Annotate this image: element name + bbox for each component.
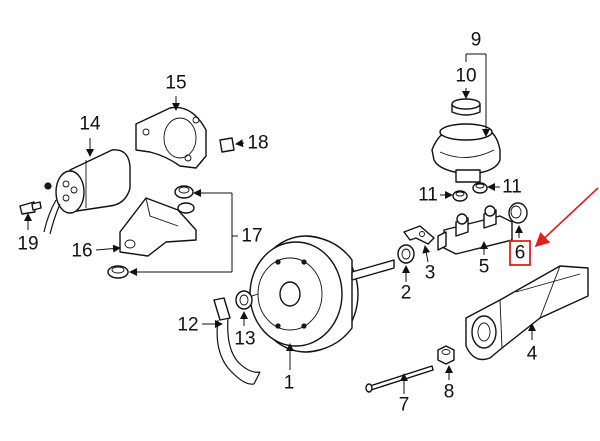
callout-8[interactable]: 8 xyxy=(444,382,455,403)
callout-16[interactable]: 16 xyxy=(71,241,92,262)
callout-15[interactable]: 15 xyxy=(165,73,186,94)
highlight-box xyxy=(509,240,531,266)
callout-11-right[interactable]: 11 xyxy=(502,177,522,198)
callout-1[interactable]: 1 xyxy=(284,373,295,394)
retaining-clip xyxy=(219,137,235,153)
insulator-lower xyxy=(107,265,129,279)
callout-6[interactable]: 6 xyxy=(515,243,526,264)
callout-10[interactable]: 10 xyxy=(455,66,476,87)
callout-12[interactable]: 12 xyxy=(177,315,198,336)
check-valve-grommet xyxy=(235,290,253,310)
vacuum-pump xyxy=(43,149,131,235)
callout-14[interactable]: 14 xyxy=(79,114,101,135)
booster-stud xyxy=(365,365,434,393)
booster-grommet xyxy=(397,244,415,264)
callout-7[interactable]: 7 xyxy=(399,395,410,416)
callout-19[interactable]: 19 xyxy=(17,234,38,255)
callout-4[interactable]: 4 xyxy=(527,344,538,365)
callout-13[interactable]: 13 xyxy=(234,329,255,350)
leader-lines xyxy=(24,53,536,394)
brake-booster xyxy=(245,235,395,353)
booster-bracket xyxy=(403,225,435,245)
callout-2[interactable]: 2 xyxy=(401,283,412,304)
vacuum-hose xyxy=(213,297,261,385)
brake-fluid-reservoir xyxy=(431,123,501,183)
insulator-upper xyxy=(174,185,194,199)
callout-18[interactable]: 18 xyxy=(247,133,268,154)
red-pointer-arrow xyxy=(534,187,599,248)
pump-bracket xyxy=(119,197,197,257)
callout-9[interactable]: 9 xyxy=(471,30,482,51)
reservoir-grommet-right xyxy=(472,182,488,194)
reservoir-grommet-left xyxy=(452,190,468,202)
reservoir-cap xyxy=(451,98,481,116)
bracket-bolt xyxy=(19,201,42,215)
callout-5[interactable]: 5 xyxy=(479,257,490,278)
master-cylinder xyxy=(437,205,513,255)
master-cylinder-plug xyxy=(508,202,528,224)
callout-11-left[interactable]: 11 xyxy=(418,185,438,206)
pedal-bracket xyxy=(465,265,589,361)
insulator-middle xyxy=(177,202,195,214)
mounting-nut xyxy=(437,345,455,365)
callout-17[interactable]: 17 xyxy=(241,226,262,247)
pump-mounting-plate xyxy=(135,106,207,169)
callout-3[interactable]: 3 xyxy=(425,263,436,284)
